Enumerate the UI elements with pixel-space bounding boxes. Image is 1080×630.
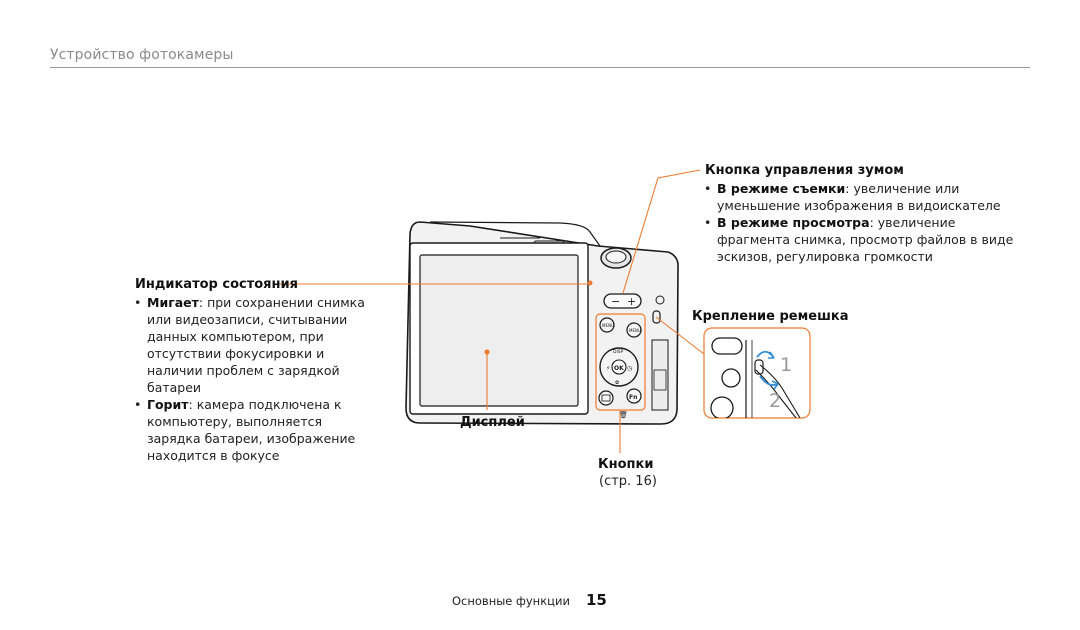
zoom-rocker	[603, 293, 642, 309]
svg-text:MENU: MENU	[602, 323, 614, 328]
section-title: Устройство фотокамеры	[50, 47, 234, 63]
display-label: Дисплей	[460, 415, 525, 430]
svg-text:−: −	[611, 295, 620, 308]
strap-inset: 1 2	[703, 327, 811, 419]
svg-text:1: 1	[780, 354, 792, 376]
list-item: Горит: камера подключена к компьютеру, в…	[133, 396, 373, 464]
status-heading: Индикатор состояния	[135, 277, 298, 292]
svg-text:◷: ◷	[627, 365, 632, 372]
svg-text:Fn: Fn	[629, 394, 637, 401]
footer-text: Основные функции	[452, 594, 570, 608]
status-lamp	[587, 280, 593, 286]
header-divider	[50, 67, 1030, 68]
svg-text:🗑: 🗑	[619, 410, 628, 419]
list-item: В режиме просмотра: увеличение фрагмента…	[703, 214, 1023, 265]
svg-text:✿: ✿	[615, 380, 619, 386]
control-buttons: MENU MENU DISP ⚡ ◷ ✿ OK Fn 🗑	[598, 317, 642, 419]
buttons-page-ref: (стр. 16)	[599, 474, 657, 489]
svg-text:⚡: ⚡	[606, 365, 610, 372]
buttons-label: Кнопки	[598, 457, 654, 472]
status-list: Мигает: при сохранении снимка или видеоз…	[133, 294, 373, 464]
svg-text:OK: OK	[614, 365, 624, 372]
svg-text:2: 2	[769, 390, 781, 412]
svg-text:DISP: DISP	[613, 349, 624, 355]
strap-leader	[655, 316, 705, 355]
zoom-leader	[622, 169, 701, 294]
strap-heading: Крепление ремешка	[692, 309, 849, 324]
zoom-heading: Кнопка управления зумом	[705, 163, 904, 178]
svg-text:MENU: MENU	[629, 328, 641, 333]
display-screen	[419, 254, 579, 407]
zoom-list: В режиме съемки: увеличение или уменьшен…	[703, 180, 1023, 265]
list-item: В режиме съемки: увеличение или уменьшен…	[703, 180, 1023, 214]
list-item: Мигает: при сохранении снимка или видеоз…	[133, 294, 373, 396]
svg-text:+: +	[627, 295, 636, 308]
page-number: 15	[586, 591, 607, 609]
